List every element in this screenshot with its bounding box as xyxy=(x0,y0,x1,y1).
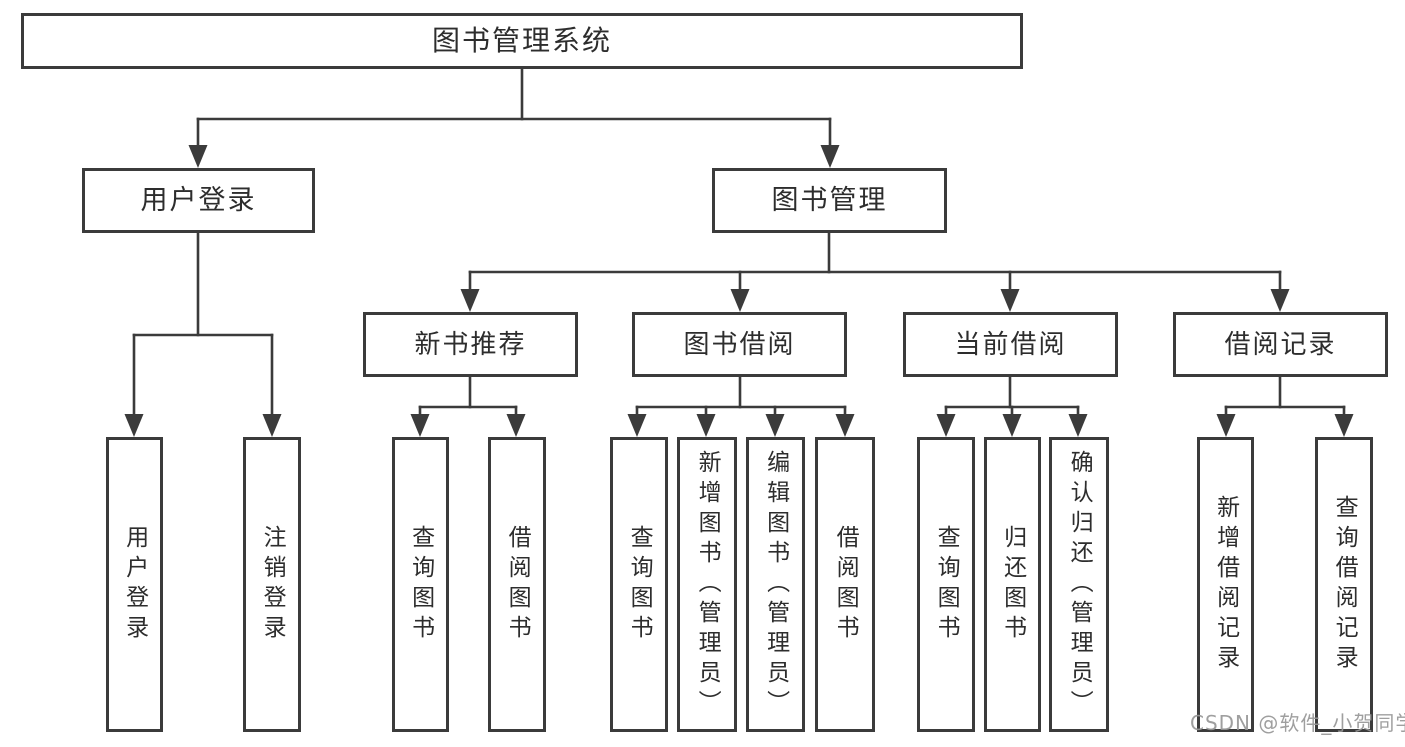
arrow-down-icon xyxy=(1216,414,1236,437)
connector-borrow-records-branch xyxy=(1224,375,1346,431)
leaf-query-books-current: 查询图书 xyxy=(917,437,975,732)
arrow-down-icon xyxy=(506,414,526,437)
arrow-down-icon xyxy=(765,414,785,437)
leaf-logout: 注销登录 xyxy=(243,437,301,732)
leaf-label: 查询图书 xyxy=(626,524,653,645)
connector-book-borrow-branch xyxy=(635,375,847,431)
node-book-borrow: 图书借阅 xyxy=(632,312,847,377)
node-label: 当前借阅 xyxy=(954,329,1067,360)
node-label: 用户登录 xyxy=(140,185,257,216)
node-user-login: 用户登录 xyxy=(82,168,315,233)
arrow-down-icon xyxy=(124,414,144,437)
leaf-edit-book-admin: 编辑图书（管理员） xyxy=(746,437,805,732)
leaf-label: 借阅图书 xyxy=(832,524,859,645)
arrow-down-icon xyxy=(730,289,750,312)
arrow-down-icon xyxy=(627,414,647,437)
connector-user-login-branch xyxy=(132,231,274,431)
arrow-down-icon xyxy=(1334,414,1354,437)
leaf-label: 编辑图书（管理员） xyxy=(762,449,789,720)
connector-root-to-level2 xyxy=(196,67,832,162)
node-label: 新书推荐 xyxy=(414,329,527,360)
leaf-label: 查询图书 xyxy=(933,524,960,645)
leaf-query-books-borrow: 查询图书 xyxy=(610,437,668,732)
arrow-down-icon xyxy=(835,414,855,437)
leaf-label: 借阅图书 xyxy=(504,524,531,645)
leaf-query-borrow-record: 查询借阅记录 xyxy=(1315,437,1373,732)
leaf-label: 查询图书 xyxy=(407,524,434,645)
node-label: 图书管理系统 xyxy=(431,24,612,57)
leaf-add-borrow-record: 新增借阅记录 xyxy=(1197,437,1254,732)
leaf-borrow-books-recommend: 借阅图书 xyxy=(488,437,546,732)
arrow-down-icon xyxy=(1270,289,1290,312)
leaf-label: 归还图书 xyxy=(999,524,1026,645)
leaf-add-book-admin: 新增图书（管理员） xyxy=(677,437,737,732)
node-current-borrow: 当前借阅 xyxy=(903,312,1118,377)
leaf-borrow-books: 借阅图书 xyxy=(815,437,875,732)
leaf-confirm-return-admin: 确认归还（管理员） xyxy=(1049,437,1109,732)
connector-book-management-branch xyxy=(468,231,1282,306)
node-label: 图书管理 xyxy=(771,185,888,216)
node-library-management-system: 图书管理系统 xyxy=(21,13,1023,69)
arrow-down-icon xyxy=(696,414,716,437)
arrowheads xyxy=(124,145,1354,437)
leaf-user-login: 用户登录 xyxy=(106,437,163,732)
leaf-query-books-recommend: 查询图书 xyxy=(392,437,449,732)
arrow-down-icon xyxy=(410,414,430,437)
arrow-down-icon xyxy=(1068,414,1088,437)
node-book-management: 图书管理 xyxy=(712,168,947,233)
leaf-label: 新增图书（管理员） xyxy=(694,449,721,720)
arrow-down-icon xyxy=(188,145,208,168)
arrow-down-icon xyxy=(1002,414,1022,437)
arrow-down-icon xyxy=(820,145,840,168)
leaf-label: 用户登录 xyxy=(121,524,148,645)
node-borrow-records: 借阅记录 xyxy=(1173,312,1388,377)
leaf-return-book: 归还图书 xyxy=(984,437,1041,732)
arrow-down-icon xyxy=(1000,289,1020,312)
leaf-label: 新增借阅记录 xyxy=(1212,494,1239,675)
node-label: 借阅记录 xyxy=(1224,329,1337,360)
leaf-label: 查询借阅记录 xyxy=(1331,494,1358,675)
arrow-down-icon xyxy=(936,414,956,437)
watermark-text: CSDN @软件_小贺同学 xyxy=(1190,711,1405,735)
node-label: 图书借阅 xyxy=(683,329,796,360)
leaf-label: 注销登录 xyxy=(259,524,286,645)
node-new-book-recommend: 新书推荐 xyxy=(363,312,578,377)
connector-new-book-branch xyxy=(418,375,518,431)
arrow-down-icon xyxy=(262,414,282,437)
arrow-down-icon xyxy=(460,289,480,312)
leaf-label: 确认归还（管理员） xyxy=(1066,449,1093,720)
